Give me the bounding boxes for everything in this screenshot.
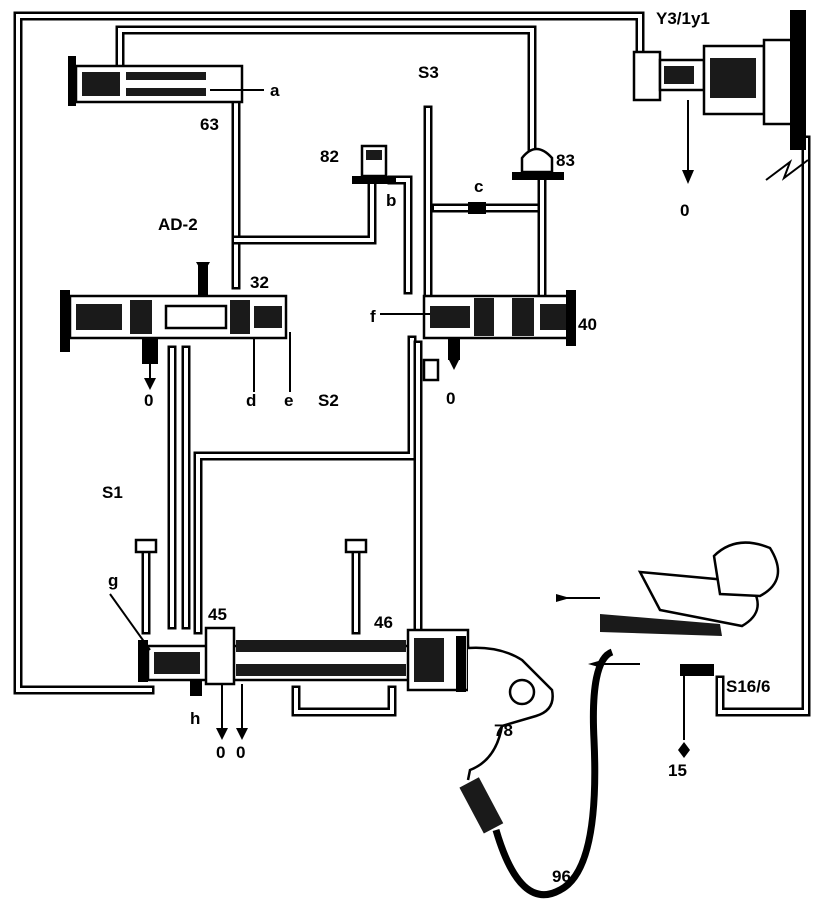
label-h: h xyxy=(190,709,200,728)
labels: Y3/1y1 a 63 S3 82 83 b c AD-2 32 f 40 0 … xyxy=(102,9,770,886)
label-78: 78 xyxy=(494,721,513,740)
label-zero-y3: 0 xyxy=(680,201,689,220)
valve-40 xyxy=(380,290,576,382)
label-zero-bot-1: 0 xyxy=(216,743,225,762)
label-zero-left: 0 xyxy=(144,391,153,410)
label-83: 83 xyxy=(556,151,575,170)
label-s1: S1 xyxy=(102,483,123,502)
hydraulic-lines xyxy=(13,11,811,717)
valve-82 xyxy=(352,144,396,184)
label-y3-1y1: Y3/1y1 xyxy=(656,9,710,28)
label-32: 32 xyxy=(250,273,269,292)
label-s16-6: S16/6 xyxy=(726,677,770,696)
pedal-switch-s16-6 xyxy=(556,541,780,758)
valve-63 xyxy=(68,56,264,106)
label-45: 45 xyxy=(208,605,227,624)
throttle-c xyxy=(468,202,486,214)
label-46: 46 xyxy=(374,613,393,632)
valve-32 xyxy=(60,262,291,392)
label-40: 40 xyxy=(578,315,597,334)
label-f: f xyxy=(370,307,376,326)
label-a: a xyxy=(270,81,280,100)
solenoid-y3-1y1 xyxy=(632,10,809,184)
label-ad-2: AD-2 xyxy=(158,215,198,234)
label-e: e xyxy=(284,391,293,410)
label-96: 96 xyxy=(552,867,571,886)
label-zero-mid: 0 xyxy=(446,389,455,408)
label-zero-bot-2: 0 xyxy=(236,743,245,762)
label-g: g xyxy=(108,571,118,590)
lever-78-cable-96 xyxy=(459,646,614,899)
label-15: 15 xyxy=(668,761,687,780)
label-63: 63 xyxy=(200,115,219,134)
valve-body-45-46 xyxy=(109,593,470,740)
valve-83 xyxy=(512,147,564,180)
label-82: 82 xyxy=(320,147,339,166)
label-d: d xyxy=(246,391,256,410)
label-s3: S3 xyxy=(418,63,439,82)
label-s2: S2 xyxy=(318,391,339,410)
label-b: b xyxy=(386,191,396,210)
label-c: c xyxy=(474,177,483,196)
